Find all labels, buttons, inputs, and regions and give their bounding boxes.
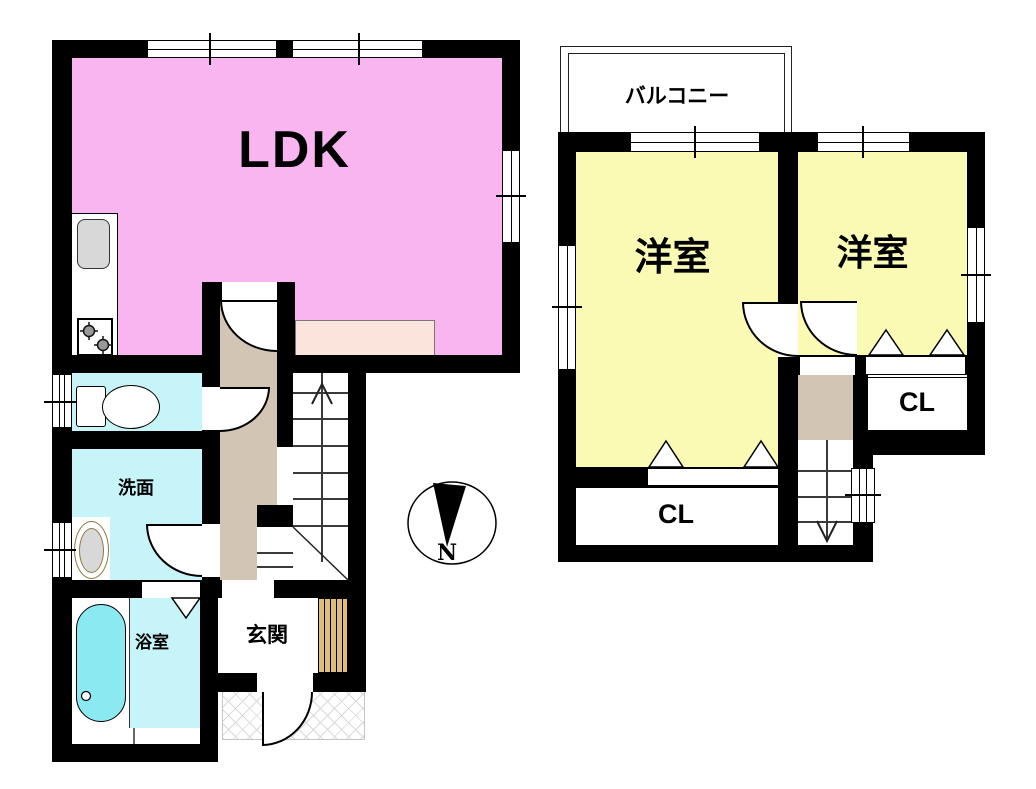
stair-tread [257, 566, 293, 568]
stair-up-arrow [311, 381, 333, 405]
room-label-western-left: 洋室 [634, 237, 711, 279]
window [147, 40, 277, 58]
wall [853, 355, 868, 445]
window-tick [44, 401, 76, 403]
window-tick [694, 126, 696, 158]
window-tick [862, 126, 864, 158]
closet-right [868, 377, 967, 430]
room-label-bathroom: 浴室 [135, 633, 169, 652]
label-balcony: バルコニー [624, 85, 730, 108]
folding-door-icon [742, 439, 780, 468]
closet-left [576, 487, 778, 545]
door-opening [222, 282, 277, 300]
stair-tread [293, 472, 348, 474]
room-label-ldk: LDK [238, 121, 351, 179]
door-opening [202, 387, 220, 430]
folding-door-icon [647, 439, 685, 468]
wall [277, 373, 293, 447]
wall [202, 282, 220, 373]
folding-door-icon [928, 328, 966, 356]
entrance-step-boards [318, 598, 348, 673]
window-tick [845, 494, 881, 496]
window-tick [44, 549, 76, 551]
kitchen-sink [77, 219, 110, 269]
door-opening [202, 524, 220, 577]
compass-needle [433, 483, 466, 547]
window-tick [961, 274, 991, 276]
stove-burner-icon [94, 336, 112, 354]
window-tick [358, 33, 360, 65]
stair-center-line [321, 373, 323, 562]
room-label-washroom: 洗面 [118, 478, 154, 498]
wall [853, 430, 985, 455]
window [292, 40, 423, 58]
stair-opening [277, 447, 293, 505]
closet-track [648, 469, 778, 485]
wall [277, 355, 520, 373]
stair-tread [293, 525, 348, 527]
staircase-winder [257, 527, 293, 580]
stair-tread [293, 498, 348, 500]
stove-burner-icon [80, 322, 98, 340]
stair-tread [257, 552, 293, 554]
window-tick [552, 306, 582, 308]
washbasin-inner [79, 528, 104, 573]
label-closet-left: CL [658, 499, 694, 529]
stair-tread [293, 418, 348, 420]
door-opening [222, 580, 274, 598]
window-tick [496, 195, 526, 197]
wall [52, 744, 218, 762]
room-label-entrance: 玄関 [246, 624, 288, 647]
closet-track [866, 357, 965, 375]
stair-diagonal [292, 526, 349, 581]
ldk-counter [295, 320, 435, 355]
wall [277, 282, 295, 373]
door-opening [257, 673, 313, 692]
label-closet-right: CL [899, 387, 935, 417]
folding-door-icon [867, 328, 905, 356]
bathtub-drain [80, 690, 92, 702]
room-bathroom [130, 598, 200, 728]
door-opening [800, 357, 855, 375]
bath-threshold [72, 728, 200, 744]
folding-door-icon [170, 597, 202, 620]
wall [52, 355, 202, 373]
balcony-inner-rail [568, 53, 785, 136]
stair-tread [293, 445, 348, 447]
wall [257, 505, 293, 527]
window-tick [209, 33, 211, 65]
door-opening [142, 582, 200, 598]
bathtub [76, 604, 126, 722]
toilet-bowl [102, 385, 160, 429]
wall [348, 373, 366, 692]
staircase-well [293, 373, 348, 580]
stair-tread [293, 392, 348, 394]
room-label-western-right: 洋室 [836, 232, 909, 273]
hallway-2f [798, 372, 855, 440]
wall [200, 580, 218, 762]
wall [52, 431, 220, 449]
wall [558, 545, 873, 562]
stair-center-line [826, 440, 828, 540]
compass-north-label: N [436, 540, 458, 566]
stair-down-arrow [816, 520, 838, 544]
